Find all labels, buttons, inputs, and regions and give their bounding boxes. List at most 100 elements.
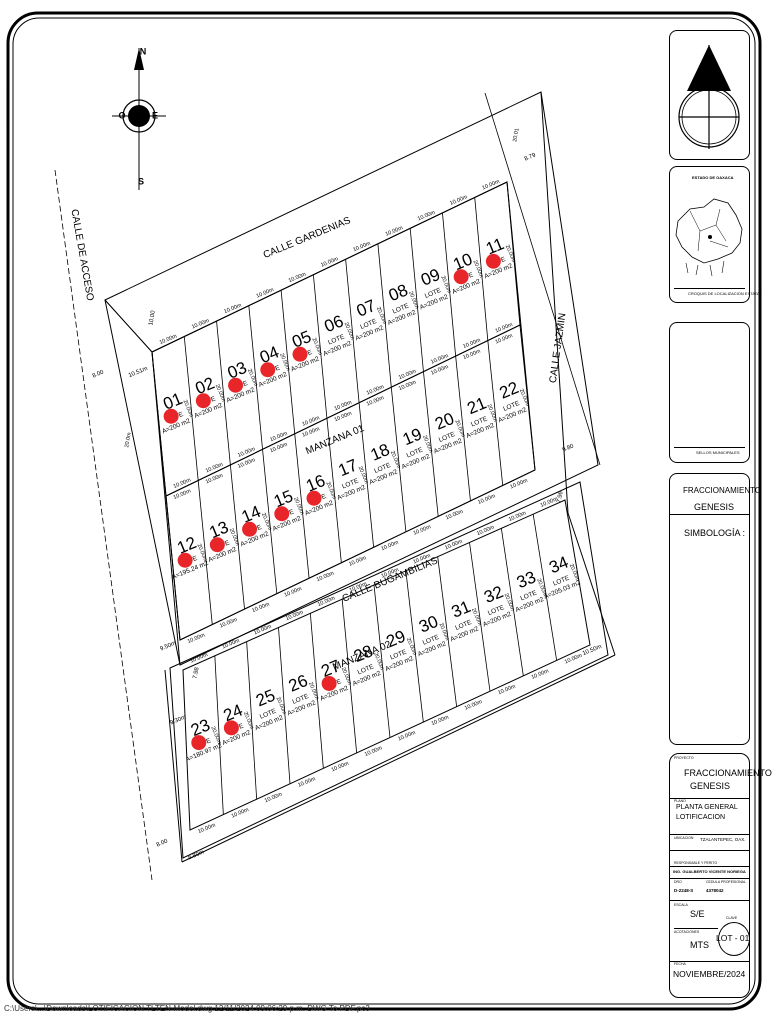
lot-back-dimension: 10.00m	[477, 493, 497, 506]
dro-value: D-2248-S	[674, 888, 694, 893]
dim-7-96: 7.96	[557, 490, 565, 503]
license-field-label: CEDULA PROFESIONAL	[706, 880, 746, 884]
lot-number: 18	[368, 440, 393, 465]
north-arrow-icon	[134, 48, 144, 70]
jazmin-road-edge	[484, 92, 601, 466]
compass-east-label: E	[152, 110, 158, 120]
lot-back-dimension: 10.00m	[497, 684, 517, 697]
lot-number: 32	[481, 582, 506, 607]
dim-9-50m: 9.50m	[159, 641, 177, 653]
lot-row-2-divider	[455, 356, 471, 501]
lot-row-1-divider	[442, 212, 457, 357]
lot-back-dimension: 10.00m	[364, 745, 384, 758]
sold-lot-marker	[292, 346, 308, 362]
lot-back-dimension: 10.00m	[237, 457, 257, 470]
lot-back-dimension: 10.00m	[187, 632, 207, 645]
dim-10-50m: 10.50m	[582, 644, 603, 657]
lot-number: 19	[400, 424, 425, 449]
lot-back-dimension: 10.00m	[331, 761, 351, 774]
sold-lot-marker	[260, 362, 276, 378]
lot-row-2-divider	[487, 340, 504, 486]
sold-lot-marker	[306, 490, 322, 506]
lot-back-dimension: 10.00m	[398, 379, 418, 392]
lot-back-dimension: 10.00m	[509, 478, 529, 491]
lot-back-dimension: 10.00m	[431, 714, 451, 727]
lot-back-dimension: 10.00m	[413, 524, 433, 537]
lot-back-dimension: 10.00m	[197, 822, 217, 835]
dim-8-00-lower: 8.00	[156, 838, 170, 848]
street-label-jazmin: CALLE JAZMIN	[548, 312, 569, 383]
compass-west-label: O	[118, 110, 125, 120]
west-edge-lower	[164, 669, 183, 863]
dim-20-0m: 20.0m	[124, 432, 133, 449]
lot-back-dimension: 10.00m	[251, 601, 271, 614]
project-name-line-2: GENESIS	[690, 781, 731, 791]
lot-row-2-divider	[229, 464, 245, 610]
sold-lot-marker	[453, 269, 469, 285]
lot-row-3-divider	[341, 599, 358, 753]
dim-8-79: 8.79	[524, 152, 538, 162]
dim-9-80: 9.80	[562, 443, 576, 453]
sold-lot-marker	[242, 521, 258, 537]
dim-8-80m: 8.80m	[187, 850, 205, 862]
lot-number: 06	[321, 311, 346, 336]
lot-row-1-divider	[474, 197, 489, 341]
lot-row-2-divider	[197, 480, 213, 625]
lot-back-dimension: 10.00m	[231, 807, 251, 820]
drawing-key-value: LOT - 01	[716, 933, 750, 943]
lot-number: 09	[418, 265, 443, 290]
lot-row-1-divider	[345, 259, 360, 403]
title-block-symbology: FRACCIONAMIENTO GENESIS SIMBOLOGÍA :	[669, 473, 761, 745]
lot-back-dimension: 10.00m	[301, 426, 321, 439]
lot-back-dimension: 10.00m	[348, 555, 368, 568]
lot-row-3-divider	[532, 514, 558, 661]
key-field-label: CLAVE	[726, 916, 738, 920]
lot-row-3-divider	[214, 655, 224, 815]
sold-lot-marker	[177, 552, 193, 568]
sold-lot-marker	[321, 675, 337, 691]
lot-row-2-divider	[358, 402, 375, 548]
dim-9-30m: 9.30m	[169, 715, 187, 727]
plan-name-line-2: LOTIFICACION	[676, 814, 726, 821]
location-value: TZALANTEPEC, OAX.	[700, 837, 746, 842]
east-edge-lower	[567, 512, 616, 656]
lot-row-3-divider	[278, 627, 291, 784]
lot-number: 11	[483, 234, 507, 258]
lot-row-1-divider	[377, 243, 392, 388]
sold-lot-marker	[228, 377, 244, 393]
title-block-municipal-seals: SELLOS MUNICIPALES	[669, 322, 750, 463]
lot-back-dimension: 10.00m	[297, 776, 317, 789]
dim-8-00-upper: 8.00	[92, 369, 106, 379]
lot-row-3-divider	[500, 528, 524, 676]
drawing-key-circle	[718, 922, 750, 956]
lot-row-2-divider	[390, 387, 407, 532]
manzana-02-boundary	[169, 481, 609, 859]
north-arrow-logo-icon	[678, 45, 740, 149]
lot-row-3-divider	[246, 641, 258, 800]
oaxaca-state-map-icon	[675, 198, 743, 277]
compass-north-label: N	[140, 46, 147, 56]
lot-back-dimension: 10.00m	[445, 509, 465, 522]
lot-row-3-divider	[405, 570, 424, 723]
sheet-inner-border	[12, 17, 756, 1005]
lot-row-2-divider	[326, 418, 342, 563]
lot-number: 07	[354, 296, 379, 321]
file-path-footer: C:\Users\...\Downloads\LOTIFICACION TLTE…	[4, 1004, 370, 1013]
lot-back-dimension: 10.00m	[462, 348, 482, 361]
sold-lot-marker	[191, 735, 207, 751]
lot-back-dimension: 10.00m	[397, 730, 417, 743]
lot-row-3-divider	[437, 556, 458, 707]
dim-20-01: 20.01	[512, 128, 520, 143]
state-label: ESTADO DE OAXACA	[692, 175, 734, 180]
lot-number: 31	[449, 597, 474, 622]
access-road-centerline	[54, 169, 153, 881]
lot-number: 22	[497, 378, 522, 403]
gardenias-edge-w	[104, 299, 153, 353]
lot-row-1-divider	[280, 290, 296, 434]
lot-row-1-divider	[409, 228, 424, 372]
plan-field-label: PLANO	[674, 799, 686, 803]
street-label-gardenias: CALLE GARDENIAS	[262, 215, 353, 261]
